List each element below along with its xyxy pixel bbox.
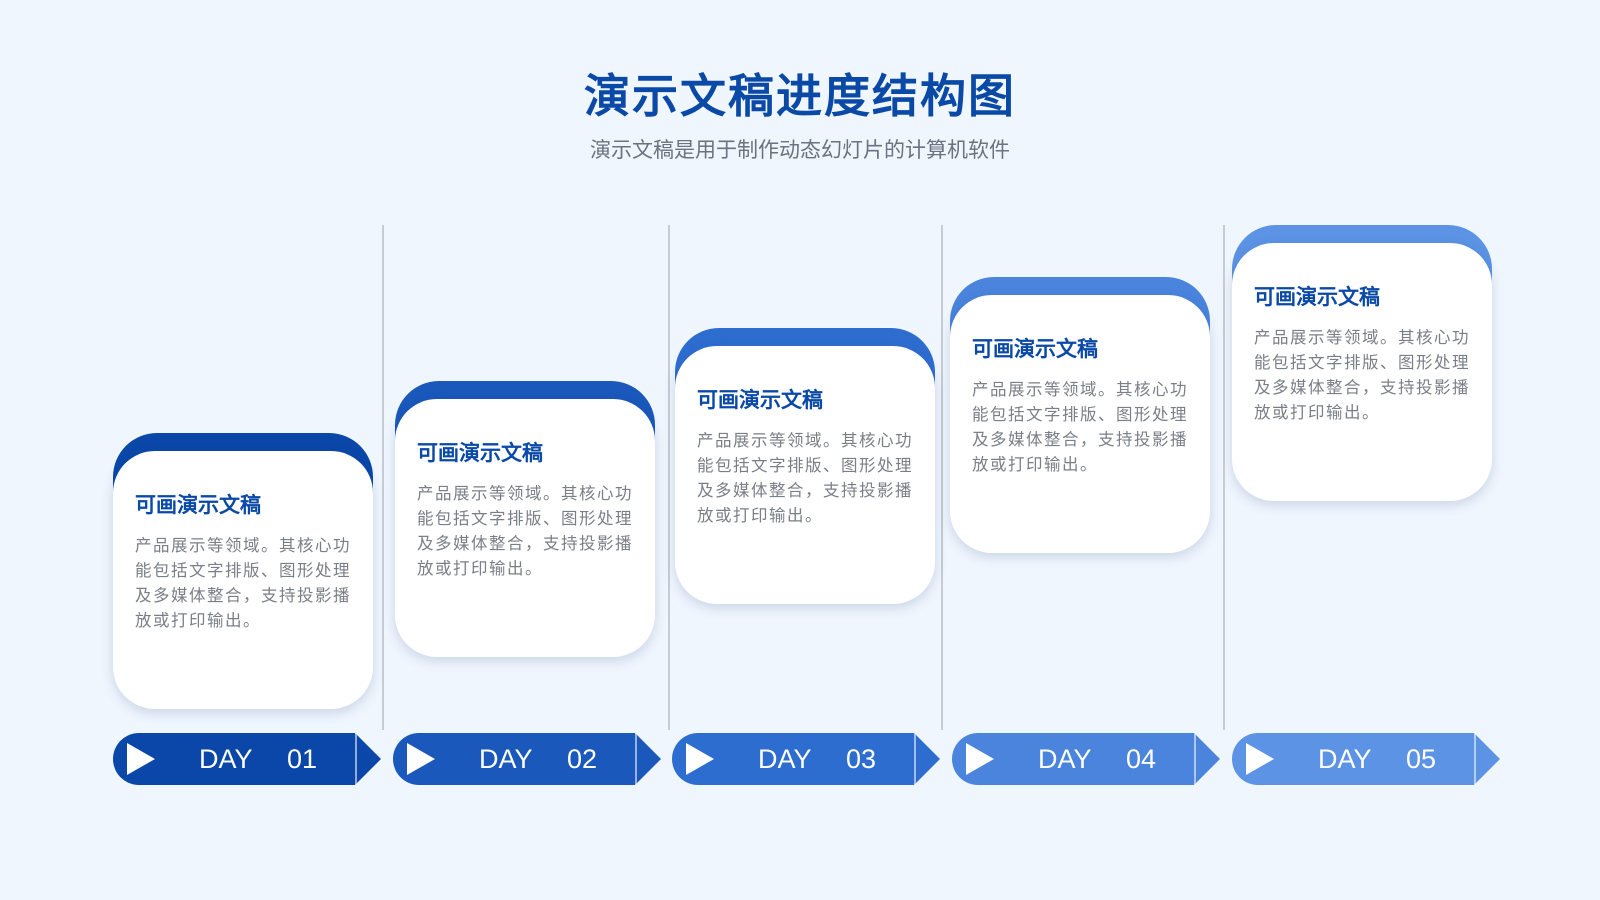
- day-arrow-tip: [1194, 733, 1220, 785]
- day-label: DAY 03: [757, 744, 877, 774]
- day-arrow-notch: [914, 733, 916, 785]
- card-title: 可画演示文稿: [1254, 285, 1380, 309]
- page-subtitle: 演示文稿是用于制作动态幻灯片的计算机软件: [590, 138, 1010, 162]
- day-arrow-notch: [635, 733, 637, 785]
- play-icon: [1246, 743, 1274, 775]
- day-arrow-tip: [914, 733, 940, 785]
- card-text: 产品展示等领域。其核心功能包括文字排版、图形处理及多媒体整合，支持投影播放或打印…: [417, 484, 633, 578]
- play-icon: [127, 743, 155, 775]
- day-arrow-notch: [355, 733, 357, 785]
- page-title: 演示文稿进度结构图: [584, 69, 1016, 123]
- column-divider: [941, 225, 943, 730]
- card-text: 产品展示等领域。其核心功能包括文字排版、图形处理及多媒体整合，支持投影播放或打印…: [135, 536, 351, 630]
- card-title: 可画演示文稿: [697, 388, 823, 412]
- play-icon: [407, 743, 435, 775]
- column-divider: [668, 225, 670, 730]
- play-icon: [686, 743, 714, 775]
- card-title: 可画演示文稿: [135, 493, 261, 517]
- card-title: 可画演示文稿: [972, 337, 1098, 361]
- day-tab-3[interactable]: DAY 03: [672, 733, 942, 785]
- play-icon: [966, 743, 994, 775]
- day-tab-1[interactable]: DAY 01: [113, 733, 383, 785]
- day-label: DAY 05: [1317, 744, 1437, 774]
- card-body: 可画演示文稿 产品展示等领域。其核心功能包括文字排版、图形处理及多媒体整合，支持…: [675, 346, 935, 604]
- day-arrow-tip: [635, 733, 661, 785]
- card-text: 产品展示等领域。其核心功能包括文字排版、图形处理及多媒体整合，支持投影播放或打印…: [697, 431, 913, 525]
- card-text: 产品展示等领域。其核心功能包括文字排版、图形处理及多媒体整合，支持投影播放或打印…: [1254, 328, 1470, 422]
- card-body: 可画演示文稿 产品展示等领域。其核心功能包括文字排版、图形处理及多媒体整合，支持…: [395, 399, 655, 657]
- day-label: DAY 04: [1037, 744, 1157, 774]
- card-text: 产品展示等领域。其核心功能包括文字排版、图形处理及多媒体整合，支持投影播放或打印…: [972, 380, 1188, 474]
- card-body: 可画演示文稿 产品展示等领域。其核心功能包括文字排版、图形处理及多媒体整合，支持…: [950, 295, 1210, 553]
- day-arrow-tip: [1474, 733, 1500, 785]
- column-divider: [382, 225, 384, 730]
- day-arrow-notch: [1194, 733, 1196, 785]
- day-tab-4[interactable]: DAY 04: [952, 733, 1222, 785]
- day-label: DAY 01: [198, 744, 318, 774]
- card-body: 可画演示文稿 产品展示等领域。其核心功能包括文字排版、图形处理及多媒体整合，支持…: [113, 451, 373, 709]
- card-title: 可画演示文稿: [417, 441, 543, 465]
- day-arrow-tip: [355, 733, 381, 785]
- day-arrow-notch: [1474, 733, 1476, 785]
- day-tab-5[interactable]: DAY 05: [1232, 733, 1502, 785]
- column-divider: [1223, 225, 1225, 730]
- day-tab-2[interactable]: DAY 02: [393, 733, 663, 785]
- day-label: DAY 02: [478, 744, 598, 774]
- card-body: 可画演示文稿 产品展示等领域。其核心功能包括文字排版、图形处理及多媒体整合，支持…: [1232, 243, 1492, 501]
